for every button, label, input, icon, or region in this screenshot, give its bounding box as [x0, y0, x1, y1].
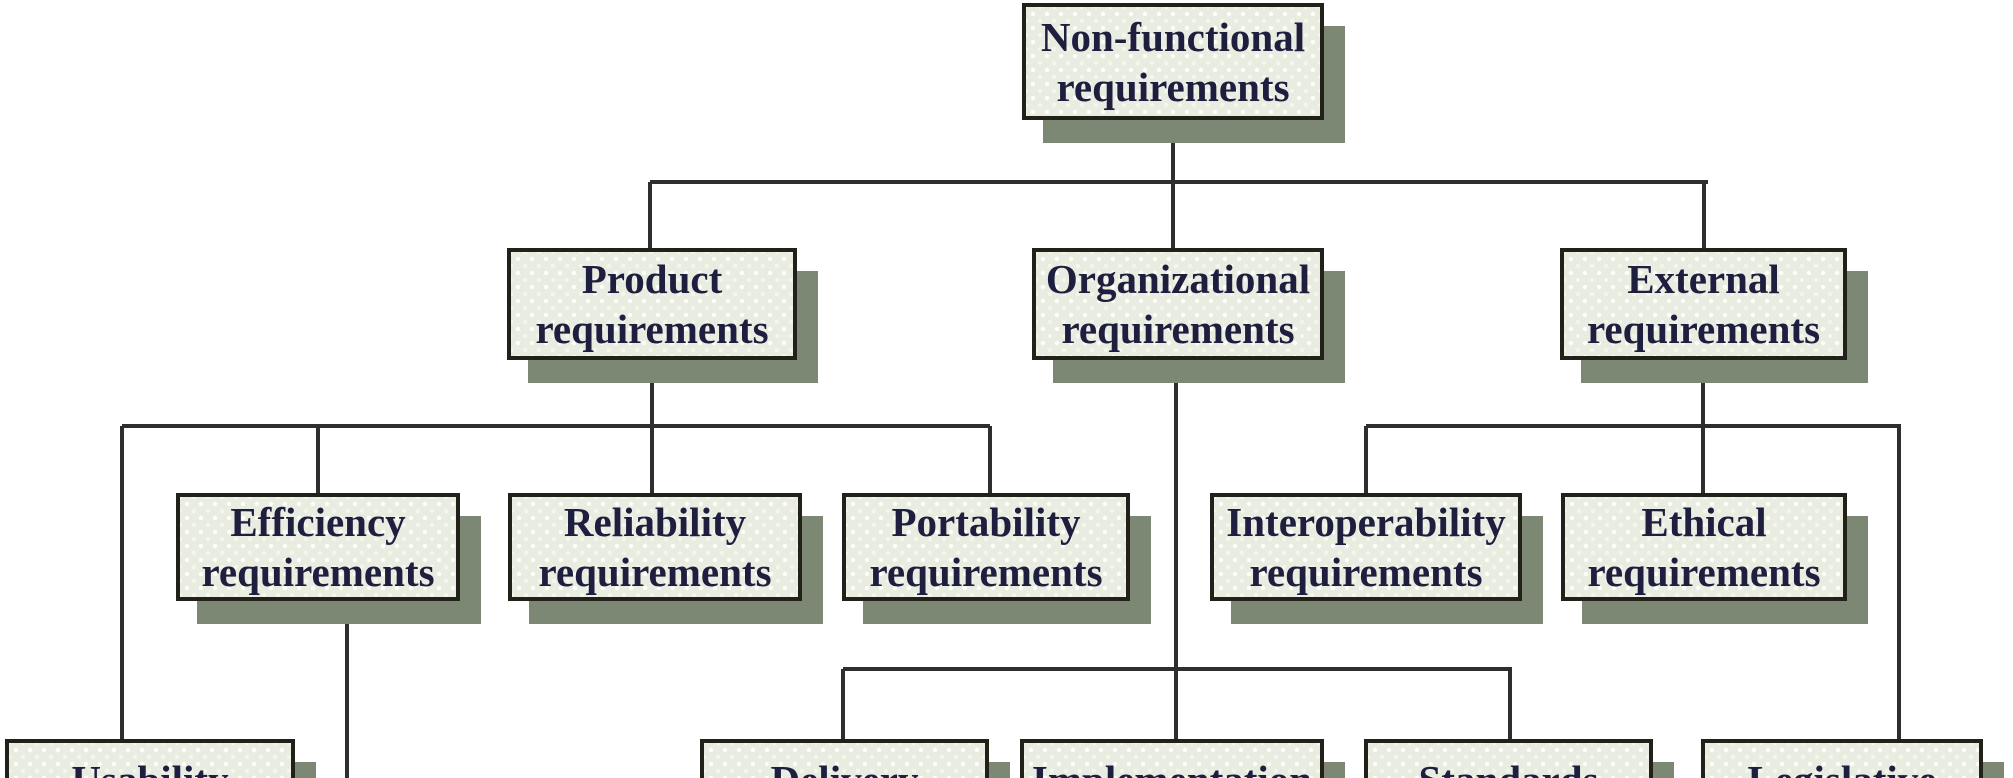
- connector-line: [1508, 669, 1512, 739]
- node-label-line1: Implementation: [1032, 755, 1312, 778]
- connector-line: [1897, 426, 1901, 739]
- node-label-line2: requirements: [1061, 306, 1295, 352]
- node-label-line2: requirements: [1586, 306, 1821, 352]
- node-label-line2: requirements: [535, 306, 769, 352]
- diagram-node-usability: Usability: [5, 739, 295, 778]
- diagram-node-standards: Standards: [1364, 739, 1653, 778]
- connector-line: [120, 426, 124, 739]
- diagram-node-legislative: Legislative: [1701, 739, 1983, 778]
- diagram-node-delivery: Delivery: [700, 739, 989, 778]
- connector-line: [650, 180, 1708, 184]
- node-label-line1: Legislative: [1747, 755, 1936, 778]
- node-label-line1: Non-functional: [1040, 13, 1306, 60]
- node-label-line1: Reliability: [563, 499, 747, 545]
- node-label-line1: Interoperability: [1226, 499, 1506, 545]
- node-label-line1: Delivery: [771, 755, 919, 778]
- node-label-line2: requirements: [1056, 63, 1290, 110]
- connector-line: [648, 182, 652, 248]
- node-label-line2: requirements: [1587, 549, 1821, 595]
- diagram-node-implementation: Implementation: [1020, 739, 1324, 778]
- connector-line: [345, 601, 349, 778]
- node-label-line2: requirements: [538, 549, 772, 595]
- connector-line: [988, 426, 992, 493]
- node-label-line1: Ethical: [1641, 499, 1767, 545]
- node-label-line1: Organizational: [1045, 256, 1311, 302]
- connector-line: [316, 426, 320, 493]
- node-label-line1: Efficiency: [230, 499, 406, 545]
- node-label-line1: Portability: [891, 499, 1081, 545]
- node-label-line1: Standards: [1418, 755, 1598, 778]
- connector-line: [1702, 182, 1706, 248]
- connector-line: [122, 424, 990, 428]
- node-label-line2: requirements: [869, 549, 1103, 595]
- connector-line: [841, 669, 845, 739]
- node-label-line2: requirements: [201, 549, 435, 595]
- node-label-line1: External: [1627, 256, 1780, 302]
- connector-line: [1364, 426, 1368, 493]
- connector-line: [1174, 360, 1178, 739]
- node-label-line1: Usability: [71, 755, 228, 778]
- connector-line: [843, 667, 1512, 671]
- connector-line: [1366, 424, 1901, 428]
- connector-line: [1171, 120, 1175, 248]
- node-label-line2: requirements: [1249, 549, 1483, 595]
- node-label-line1: Product: [581, 256, 723, 302]
